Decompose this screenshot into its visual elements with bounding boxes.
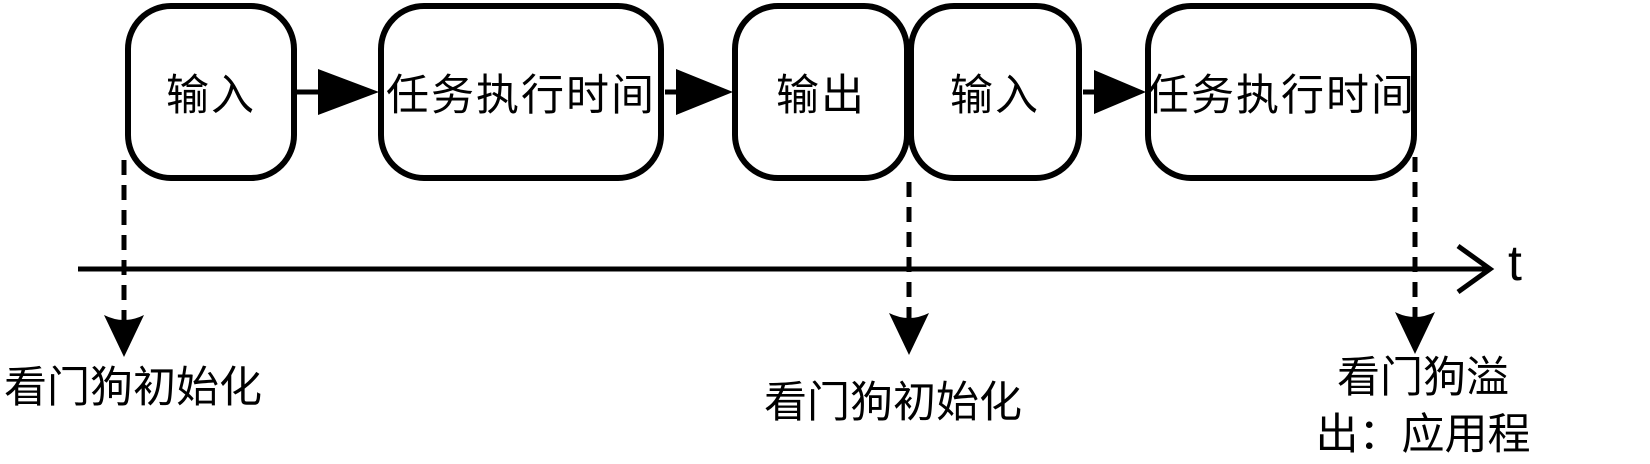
time-axis-arrowhead-icon <box>1456 243 1495 295</box>
annotation-watchdog-init-1: 看门狗初始化 <box>4 364 262 412</box>
arrow-down-icon <box>889 313 929 355</box>
flow-arrow-right-icon <box>1083 70 1146 114</box>
watchdog-init-marker-1 <box>104 160 144 357</box>
watchdog-overflow-marker <box>1395 157 1435 354</box>
flow-box-input-2: 输入 <box>908 3 1082 181</box>
watchdog-init-marker-2 <box>889 182 929 355</box>
flow-box-label: 输入 <box>950 72 1040 120</box>
flow-box-label: 任务执行时间 <box>1146 72 1416 120</box>
flow-box-input-1: 输入 <box>125 3 297 181</box>
time-axis <box>78 243 1495 295</box>
flow-box-task-time-1: 任务执行时间 <box>378 3 664 181</box>
arrow-down-icon <box>104 315 144 357</box>
flow-box-output: 输出 <box>732 3 910 181</box>
annotation-watchdog-overflow: 看门狗溢出：应用程序 停止（暂停） <box>1315 354 1531 459</box>
flow-arrow-right-icon <box>297 69 379 115</box>
annotation-watchdog-init-2: 看门狗初始化 <box>764 379 1022 427</box>
arrow-down-icon <box>1395 312 1435 354</box>
flow-box-label: 输入 <box>166 72 256 120</box>
flow-box-label: 输出 <box>776 72 866 120</box>
time-axis-label: t <box>1508 235 1522 291</box>
flow-arrow-right-icon <box>665 69 733 115</box>
flow-box-task-time-2: 任务执行时间 <box>1145 3 1417 181</box>
flow-box-label: 任务执行时间 <box>386 72 656 120</box>
